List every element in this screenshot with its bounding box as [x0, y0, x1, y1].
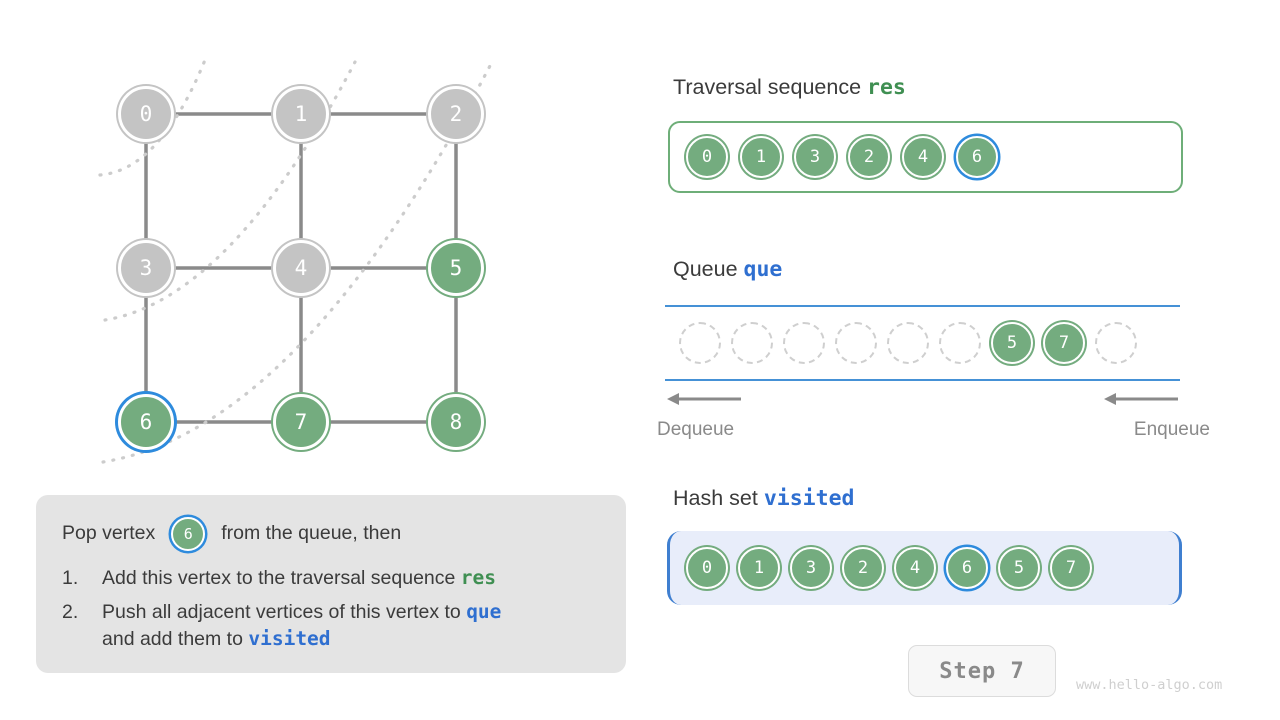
que-slot-5[interactable] [939, 322, 981, 364]
graph-node-2[interactable]: 2 [428, 86, 484, 142]
graph-node-8[interactable]: 8 [428, 394, 484, 450]
explanation-step-1-text-before: Add this vertex to the traversal sequenc… [102, 567, 461, 589]
explanation-step-2-number: 2. [62, 600, 79, 623]
que-slot-7[interactable]: 7 [1043, 322, 1085, 364]
que-slot-6[interactable]: 5 [991, 322, 1033, 364]
visited-title-code: visited [763, 486, 855, 511]
que-title-code: que [743, 257, 783, 282]
graph-node-1[interactable]: 1 [273, 86, 329, 142]
step-indicator: Step 7 [908, 645, 1056, 697]
que-section-title: Queue que [673, 257, 783, 282]
explanation-headline-before: Pop vertex [62, 522, 156, 545]
que-slot-3[interactable] [835, 322, 877, 364]
que-direction-labels: Dequeue Enqueue [657, 419, 1210, 445]
explanation-step-2: 2. Push all adjacent vertices of this ve… [62, 599, 600, 653]
que-slot-4[interactable] [887, 322, 929, 364]
explanation-headline-after: from the queue, then [221, 522, 402, 545]
visited-cell-2[interactable]: 3 [790, 547, 832, 589]
visited-title-text: Hash set [673, 486, 758, 510]
que-slot-1[interactable] [731, 322, 773, 364]
explanation-step-1: 1. Add this vertex to the traversal sequ… [62, 565, 600, 592]
explanation-step-1-text: Add this vertex to the traversal sequenc… [102, 565, 496, 592]
graph-node-4[interactable]: 4 [273, 240, 329, 296]
explanation-box: Pop vertex 6 from the queue, then 1. Add… [36, 495, 626, 673]
res-title-code: res [867, 75, 906, 100]
explanation-step-1-number: 1. [62, 567, 79, 589]
bfs-wave-3 [101, 60, 494, 464]
res-cell-1[interactable]: 1 [740, 136, 782, 178]
res-cell-5[interactable]: 6 [956, 136, 998, 178]
visited-cell-3[interactable]: 2 [842, 547, 884, 589]
graph-node-7[interactable]: 7 [273, 394, 329, 450]
visited-cell-4[interactable]: 4 [894, 547, 936, 589]
dequeue-label: Dequeue [657, 419, 735, 440]
res-cell-2[interactable]: 3 [794, 136, 836, 178]
visited-cell-7[interactable]: 7 [1050, 547, 1092, 589]
visited-cell-0[interactable]: 0 [686, 547, 728, 589]
que-slot-2[interactable] [783, 322, 825, 364]
enqueue-arrow-icon [1104, 393, 1178, 405]
visited-section-title: Hash set visited [673, 486, 855, 511]
res-cell-4[interactable]: 4 [902, 136, 944, 178]
explanation-step-2-text-line2: and add them to [102, 627, 249, 650]
visited-cell-6[interactable]: 5 [998, 547, 1040, 589]
graph-node-0[interactable]: 0 [118, 86, 174, 142]
explanation-headline: Pop vertex 6 from the queue, then [62, 517, 600, 551]
graph-node-3[interactable]: 3 [118, 240, 174, 296]
explanation-step-2-code-visited: visited [248, 626, 331, 650]
explanation-step-1-code: res [460, 566, 497, 589]
graph-node-5[interactable]: 5 [428, 240, 484, 296]
que-slot-0[interactable] [679, 322, 721, 364]
enqueue-label: Enqueue [1133, 419, 1210, 440]
graph-node-6[interactable]: 6 [118, 394, 174, 450]
explanation-step-2-text-before: Push all adjacent vertices of this verte… [102, 600, 467, 623]
res-section-title: Traversal sequence res [673, 75, 906, 100]
que-title-text: Queue [673, 257, 738, 281]
que-slot-8[interactable] [1095, 322, 1137, 364]
visited-cell-5[interactable]: 6 [946, 547, 988, 589]
explanation-step-2-code-que: que [466, 599, 502, 623]
res-title-text: Traversal sequence [673, 75, 862, 99]
explanation-step-2-text: Push all adjacent vertices of this verte… [102, 599, 501, 653]
res-cell-3[interactable]: 2 [848, 136, 890, 178]
graph-panel: 0 1 2 3 4 5 6 7 8 [0, 0, 640, 500]
res-cell-0[interactable]: 0 [686, 136, 728, 178]
watermark: www.hello-algo.com [1076, 677, 1223, 693]
que-arrows [665, 389, 1180, 411]
dequeue-arrow-icon [667, 393, 741, 405]
visited-cell-1[interactable]: 1 [738, 547, 780, 589]
vertex-badge-icon: 6 [171, 517, 206, 551]
